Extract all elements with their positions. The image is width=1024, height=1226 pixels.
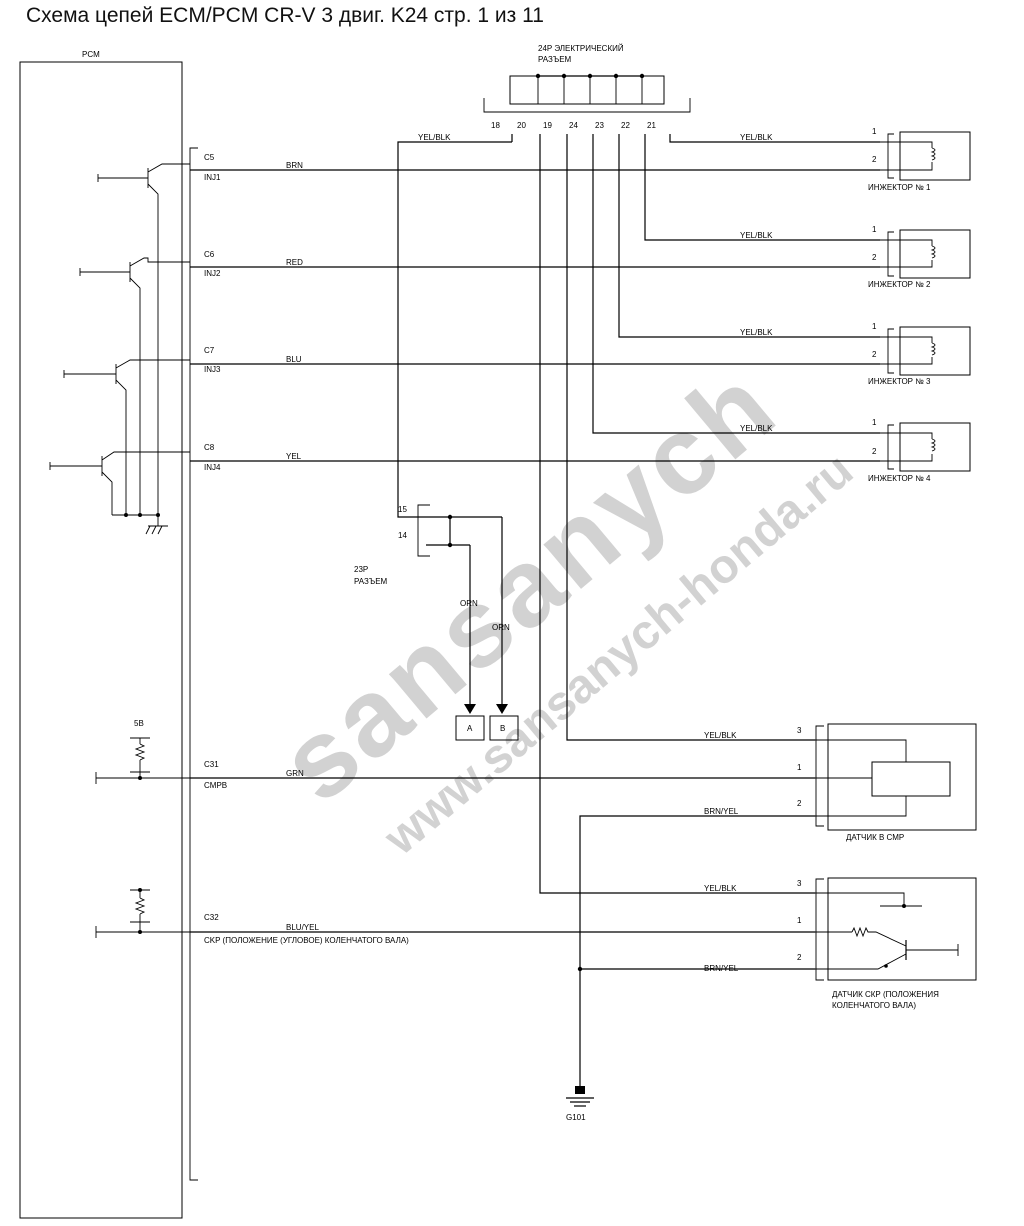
svg-text:2: 2: [872, 350, 877, 359]
signal-inj3: INJ3: [204, 365, 221, 374]
ckp-sensor-label-1: ДАТЧИК СКР (ПОЛОЖЕНИЯ: [832, 990, 939, 999]
cmp-wire2-label: BRN/YEL: [704, 807, 739, 816]
svg-text:2: 2: [797, 799, 802, 808]
wire-inj2-feed: [644, 134, 880, 241]
inj3-feed-label: YEL/BLK: [740, 328, 773, 337]
signal-inj4: INJ4: [204, 463, 221, 472]
c24-pin-24: 24: [569, 121, 578, 130]
c24-pin-20: 20: [517, 121, 526, 130]
wire-inj1-feed: [669, 134, 880, 143]
ground-label: G101: [566, 1113, 586, 1122]
injector-2: 1 2 ИНЖЕКТОР № 2: [868, 225, 971, 289]
ground-g101: G101: [566, 1086, 594, 1122]
inj2-feed-label: YEL/BLK: [740, 231, 773, 240]
svg-text:2: 2: [872, 253, 877, 262]
wire-inj4-feed: [592, 134, 880, 434]
wire-label-grn: GRN: [286, 769, 304, 778]
ckp-wire2-label: BRN/YEL: [704, 964, 739, 973]
injector-4: 1 2 ИНЖЕКТОР № 4: [868, 418, 971, 483]
supply-label: 5В: [134, 719, 144, 728]
pcm-box: [19, 61, 183, 1219]
pin-c31: C31: [204, 760, 219, 769]
injector-3-label: ИНЖЕКТОР № 3: [868, 377, 931, 386]
connector-23p-label-2: РАЗЪЕМ: [354, 577, 388, 586]
svg-text:1: 1: [872, 418, 877, 427]
svg-text:14: 14: [398, 531, 407, 540]
pcm-connector-bracket: [189, 147, 198, 1181]
svg-text:1: 1: [797, 763, 802, 772]
wire-label-red: RED: [286, 258, 303, 267]
ref-b: B: [500, 724, 505, 733]
wire-inj3-feed: [618, 134, 880, 338]
signal-ckp: CKP (ПОЛОЖЕНИЕ (УГЛОВОЕ) КОЛЕНЧАТОГО ВАЛ…: [204, 936, 409, 945]
c24-pin-19: 19: [543, 121, 552, 130]
injector-3: 1 2 ИНЖЕКТОР № 3: [868, 322, 971, 386]
connector-23p-label-1: 23P: [354, 565, 368, 574]
connector-23p: 15 14 23P РАЗЪЕМ ORN ORN A B: [354, 504, 519, 741]
pin-c7: C7: [204, 346, 215, 355]
injector-drivers: [49, 163, 190, 535]
wire-label-yel: YEL: [286, 452, 302, 461]
wire-ckp-feed: [539, 134, 815, 894]
pin-c32: C32: [204, 913, 219, 922]
connector-24p-label-2: РАЗЪЕМ: [538, 55, 572, 64]
c24-pin-21: 21: [647, 121, 656, 130]
wire-label-brn: BRN: [286, 161, 303, 170]
injector-1-label: ИНЖЕКТОР № 1: [868, 183, 931, 192]
svg-text:1: 1: [872, 322, 877, 331]
wire-label-blu-yel: BLU/YEL: [286, 923, 319, 932]
cmp-pullup: 5В: [95, 719, 190, 784]
svg-text:2: 2: [872, 155, 877, 164]
signal-cmpb: CMPB: [204, 781, 227, 790]
wire-feed-to-23p: [397, 141, 512, 518]
svg-text:3: 3: [797, 879, 802, 888]
svg-text:1: 1: [872, 225, 877, 234]
ckp-wire3-label: YEL/BLK: [704, 884, 737, 893]
ckp-sensor-label-2: КОЛЕНЧАТОГО ВАЛА): [832, 1001, 916, 1010]
injector-2-label: ИНЖЕКТОР № 2: [868, 280, 931, 289]
wire-cmp-ground: [579, 815, 815, 1092]
wire-cmp-feed: [566, 134, 815, 741]
svg-text:1: 1: [872, 127, 877, 136]
connector-24p: 24P ЭЛЕКТРИЧЕСКИЙ РАЗЪЕМ 18 20 19 24 23 …: [483, 44, 691, 130]
svg-text:2: 2: [872, 447, 877, 456]
pin-c6: C6: [204, 250, 215, 259]
watermark: sansanych www.sansanych-honda.ru: [257, 343, 863, 866]
injector-1: 1 2 ИНЖЕКТОР № 1: [868, 127, 971, 192]
pin-c8: C8: [204, 443, 215, 452]
cmp-wire3-label: YEL/BLK: [704, 731, 737, 740]
inj4-feed-label: YEL/BLK: [740, 424, 773, 433]
cmp-sensor-label: ДАТЧИК В СМР: [846, 833, 904, 842]
ckp-sensor: YEL/BLK BRN/YEL 3 1 2 ДАТЧИК СКР (ПОЛОЖЕ…: [704, 877, 977, 1010]
cmp-sensor: YEL/BLK BRN/YEL 3 1 2 ДАТЧИК В СМР: [704, 723, 977, 842]
ckp-pullup: [95, 888, 190, 938]
c24-pin-23: 23: [595, 121, 604, 130]
pin-c5: C5: [204, 153, 215, 162]
svg-text:1: 1: [797, 916, 802, 925]
c24-pin-22: 22: [621, 121, 630, 130]
svg-text:15: 15: [398, 505, 407, 514]
pcm-label: PCM: [82, 50, 100, 59]
wire-label-orn-a: ORN: [460, 599, 478, 608]
signal-inj2: INJ2: [204, 269, 221, 278]
inj1-feed-label: YEL/BLK: [740, 133, 773, 142]
wire-label-feed: YEL/BLK: [418, 133, 451, 142]
connector-24p-label-1: 24P ЭЛЕКТРИЧЕСКИЙ: [538, 44, 624, 53]
injector-4-label: ИНЖЕКТОР № 4: [868, 474, 931, 483]
ref-a: A: [467, 724, 473, 733]
wire-label-blu: BLU: [286, 355, 302, 364]
svg-text:3: 3: [797, 726, 802, 735]
svg-text:2: 2: [797, 953, 802, 962]
wire-label-orn-b: ORN: [492, 623, 510, 632]
c24-pin-18: 18: [491, 121, 500, 130]
page-title: Схема цепей ECM/PCM CR-V 3 двиг. K24 стр…: [26, 4, 544, 27]
signal-inj1: INJ1: [204, 173, 221, 182]
